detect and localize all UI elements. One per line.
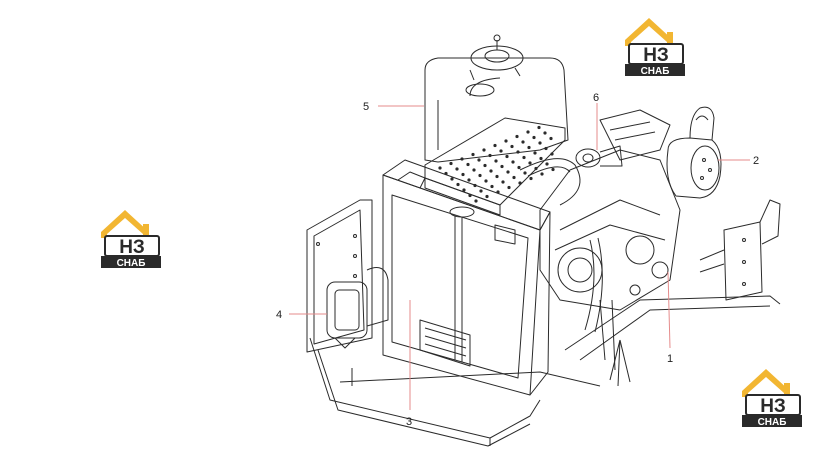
- callout-label-6: 6: [593, 92, 599, 104]
- logo-word-text: СНАБ: [641, 66, 670, 77]
- fuel-tank: [424, 34, 569, 163]
- brand-logo-bottom: НЗ СНАБ: [740, 367, 804, 429]
- brand-logo-left: НЗ СНАБ: [99, 208, 163, 270]
- callout-label-5: 5: [363, 101, 369, 113]
- callout-label-1: 1: [667, 353, 673, 365]
- perforation-holes: [438, 125, 555, 203]
- logo-word-text: СНАБ: [117, 258, 146, 269]
- brand-logo-top: НЗ СНАБ: [623, 16, 687, 78]
- callout-label-4: 4: [276, 309, 282, 321]
- callout-label-3: 3: [406, 416, 412, 428]
- left-side-panel: [306, 199, 373, 353]
- right-mount-bracket: [699, 199, 781, 301]
- pre-cleaner: [326, 267, 389, 349]
- turbocharger: [575, 145, 623, 168]
- logo-word-text: СНАБ: [758, 417, 787, 428]
- callout-label-2: 2: [753, 155, 759, 167]
- callout-line-1: [667, 271, 671, 349]
- radiator: [382, 159, 551, 396]
- base-frame: [309, 295, 781, 447]
- logo-mark-text: НЗ: [119, 237, 145, 258]
- logo-mark-text: НЗ: [643, 45, 669, 66]
- engine: [519, 109, 681, 387]
- logo-mark-text: НЗ: [760, 396, 786, 417]
- air-cleaner: [666, 106, 722, 199]
